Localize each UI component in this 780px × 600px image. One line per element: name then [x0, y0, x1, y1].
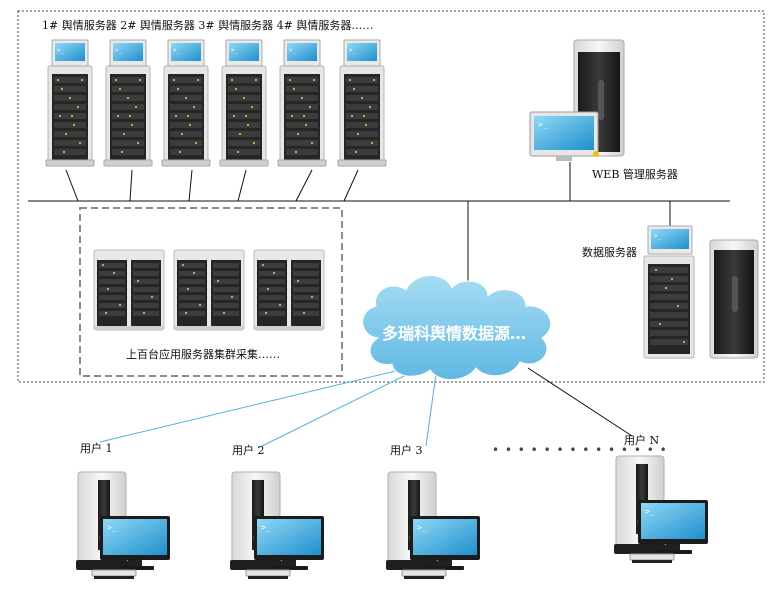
cluster-blades	[93, 249, 325, 331]
database-storage-tower[interactable]	[709, 239, 759, 359]
svg-text:>_: >_	[538, 120, 548, 129]
user-n-computer[interactable]	[613, 455, 709, 564]
user-3-computer[interactable]	[385, 471, 481, 580]
cluster-label: 上百台应用服务器集群采集……	[126, 347, 280, 361]
sentiment-server-3[interactable]	[161, 39, 211, 167]
sentiment-server-5[interactable]	[277, 39, 327, 167]
cluster-blade-2[interactable]	[173, 249, 245, 331]
cluster-blade-1[interactable]	[93, 249, 165, 331]
user-2-label: 用户 2	[232, 443, 265, 457]
user-n-label: 用户 N	[624, 433, 659, 447]
user-1-label: 用户 1	[80, 441, 113, 455]
user-n-link-line	[527, 367, 633, 437]
sentiment-server-group	[45, 39, 387, 167]
database-server-rack[interactable]: >_	[643, 225, 695, 359]
user-3-label: 用户 3	[390, 443, 423, 457]
data-source-cloud[interactable]	[362, 275, 552, 380]
user-link-lines	[99, 367, 437, 449]
web-server-label: WEB 管理服务器	[592, 167, 678, 181]
sentiment-server-4[interactable]	[219, 39, 269, 167]
sentiment-server-6[interactable]	[337, 39, 387, 167]
cluster-box	[79, 207, 343, 377]
db-server-label: 数据服务器	[582, 245, 637, 259]
sentiment-server-1[interactable]	[45, 39, 95, 167]
user-2-computer[interactable]	[229, 471, 325, 580]
more-users-ellipsis: • • • • • • • • • • • • • •	[492, 443, 668, 457]
user-1-computer[interactable]	[75, 471, 171, 580]
servers-header-label: 1# 舆情服务器 2# 舆情服务器 3# 舆情服务器 4# 舆情服务器……	[42, 18, 373, 32]
sentiment-server-2[interactable]	[103, 39, 153, 167]
svg-text:>_: >_	[654, 233, 662, 240]
web-management-server[interactable]: >_	[529, 39, 625, 161]
cluster-blade-3[interactable]	[253, 249, 325, 331]
server-drop-lines	[65, 162, 671, 284]
cloud-label: 多瑞科舆情数据源…	[382, 324, 526, 343]
